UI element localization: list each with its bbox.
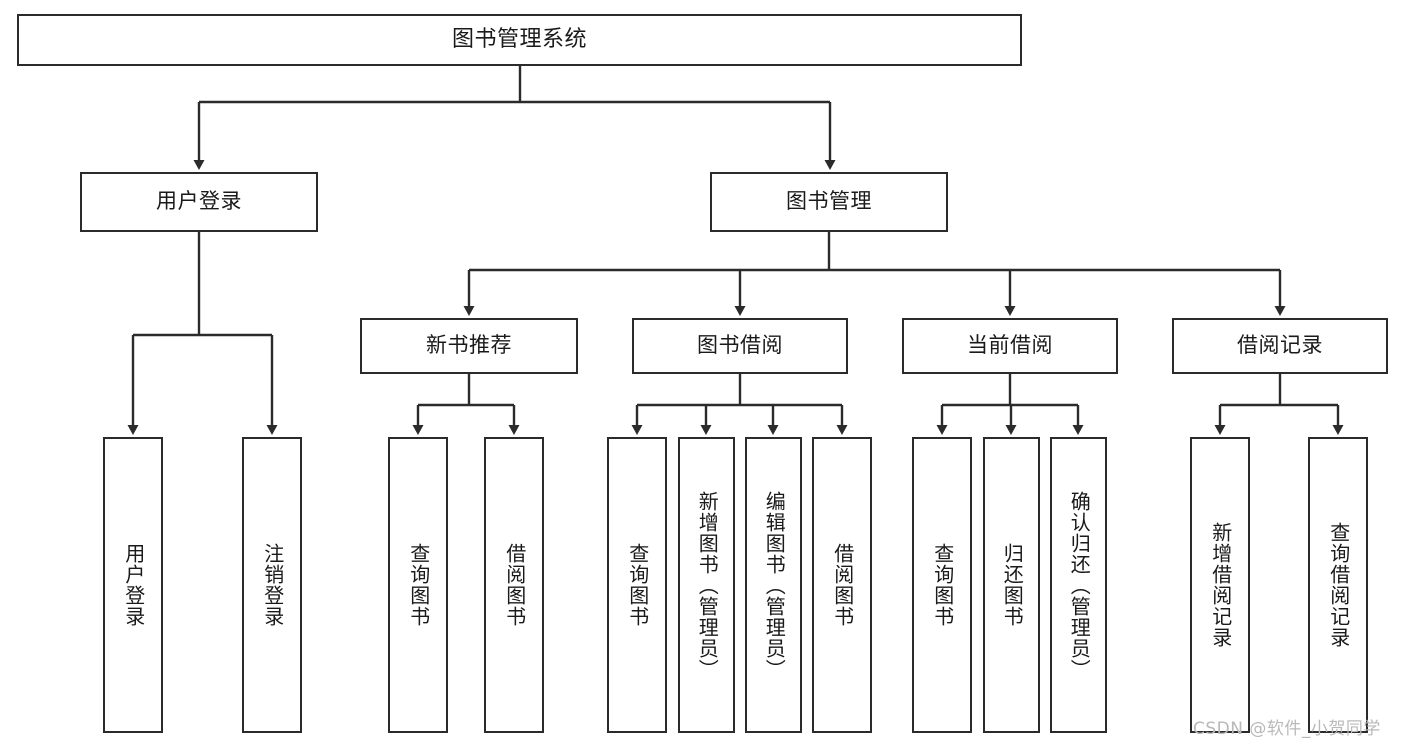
node-leaf-confirm-return[interactable]: 确认归还（管理员） (1050, 437, 1107, 733)
node-root[interactable]: 图书管理系统 (17, 14, 1022, 66)
node-new-book-recommend-label: 新书推荐 (426, 333, 512, 358)
node-user-login[interactable]: 用户登录 (80, 172, 318, 232)
node-leaf-user-login[interactable]: 用户登录 (103, 437, 163, 733)
node-root-label: 图书管理系统 (451, 26, 587, 52)
node-leaf-borrow-book-a[interactable]: 借阅图书 (484, 437, 544, 733)
node-new-book-recommend[interactable]: 新书推荐 (360, 318, 578, 374)
node-leaf-query-book-b-label: 查询图书 (625, 543, 650, 627)
node-leaf-return-book[interactable]: 归还图书 (983, 437, 1040, 733)
node-leaf-query-book-b[interactable]: 查询图书 (607, 437, 667, 733)
node-book-borrow[interactable]: 图书借阅 (632, 318, 848, 374)
node-leaf-edit-book[interactable]: 编辑图书（管理员） (745, 437, 802, 733)
node-leaf-logout-label: 注销登录 (260, 543, 285, 627)
node-book-borrow-label: 图书借阅 (697, 333, 783, 358)
node-borrow-record[interactable]: 借阅记录 (1172, 318, 1388, 374)
node-leaf-user-login-label: 用户登录 (121, 543, 146, 627)
node-leaf-borrow-book-b[interactable]: 借阅图书 (812, 437, 872, 733)
node-book-manage-label: 图书管理 (786, 189, 872, 214)
node-leaf-edit-book-label: 编辑图书（管理员） (762, 490, 787, 680)
node-leaf-query-record[interactable]: 查询借阅记录 (1308, 437, 1368, 733)
node-leaf-query-book-a[interactable]: 查询图书 (388, 437, 448, 733)
node-leaf-query-book-c-label: 查询图书 (930, 543, 955, 627)
node-user-login-label: 用户登录 (156, 189, 242, 214)
node-leaf-borrow-book-b-label: 借阅图书 (830, 543, 855, 627)
node-leaf-query-book-c[interactable]: 查询图书 (912, 437, 972, 733)
node-leaf-return-book-label: 归还图书 (1000, 543, 1025, 627)
node-book-manage[interactable]: 图书管理 (710, 172, 948, 232)
node-leaf-add-book-label: 新增图书（管理员） (695, 490, 720, 680)
node-current-borrow[interactable]: 当前借阅 (902, 318, 1118, 374)
node-leaf-add-record-label: 新增借阅记录 (1208, 522, 1233, 648)
node-leaf-query-record-label: 查询借阅记录 (1326, 522, 1351, 648)
node-leaf-query-book-a-label: 查询图书 (406, 543, 431, 627)
csdn-watermark: CSDN @软件_小贺同学 (1193, 719, 1381, 739)
node-borrow-record-label: 借阅记录 (1237, 333, 1323, 358)
node-leaf-logout[interactable]: 注销登录 (242, 437, 302, 733)
node-leaf-add-book[interactable]: 新增图书（管理员） (678, 437, 735, 733)
node-leaf-confirm-return-label: 确认归还（管理员） (1067, 490, 1092, 680)
node-leaf-borrow-book-a-label: 借阅图书 (502, 543, 527, 627)
node-leaf-add-record[interactable]: 新增借阅记录 (1190, 437, 1250, 733)
node-current-borrow-label: 当前借阅 (967, 333, 1053, 358)
